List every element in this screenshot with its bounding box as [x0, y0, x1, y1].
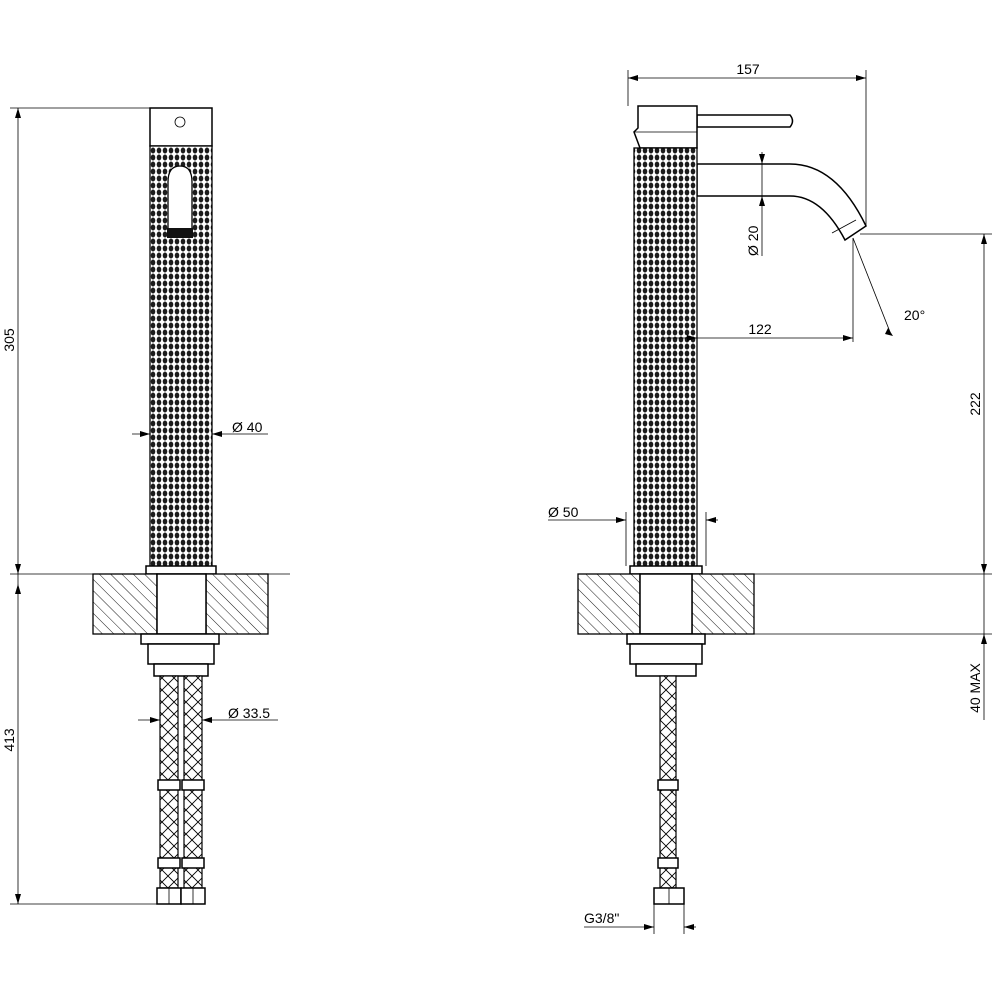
side-deck-right	[691, 573, 755, 635]
side-fixing-washer	[626, 633, 706, 645]
dim-hose-span: Ø 33.5	[228, 705, 270, 721]
dim-spout-reach: 122	[748, 321, 772, 337]
dim-base-diameter: Ø 50	[548, 504, 579, 520]
dim-body-diameter: Ø 40	[232, 419, 263, 435]
front-dimensions: 305 413 Ø 40 Ø 33.5	[1, 107, 290, 905]
dim-spout-angle: 20°	[904, 307, 925, 323]
side-fixing-nut	[629, 643, 703, 665]
front-shank	[156, 573, 207, 635]
side-deck-left	[577, 573, 641, 635]
front-spout-opening	[167, 165, 193, 233]
side-dimensions: 157 Ø 20 122 20° 222 40 MAX Ø 5	[548, 61, 992, 934]
front-base-ring	[145, 565, 217, 575]
dim-total-height: 305	[1, 328, 17, 352]
side-view	[577, 105, 867, 905]
side-base-ring	[629, 565, 703, 575]
side-lever	[696, 114, 794, 128]
front-handle-hole	[174, 116, 186, 128]
front-fixing-washer	[140, 633, 220, 645]
side-shank	[639, 573, 693, 635]
dim-deck-thickness: 40 MAX	[967, 662, 983, 712]
side-handle-cap	[633, 105, 698, 149]
front-fixing-nut	[147, 643, 215, 665]
front-nut-lower	[153, 663, 209, 677]
dim-spout-height: 222	[967, 392, 983, 416]
front-aerator	[167, 228, 193, 238]
dim-supply-length: 413	[1, 728, 17, 752]
dim-spout-diameter: Ø 20	[745, 225, 761, 256]
dim-thread: G3/8"	[584, 910, 619, 926]
front-deck-left	[92, 573, 158, 635]
front-view	[92, 107, 269, 905]
side-knurled-body	[633, 147, 698, 569]
side-nut-lower	[635, 663, 697, 677]
dim-total-reach: 157	[736, 61, 760, 77]
front-deck-right	[205, 573, 269, 635]
